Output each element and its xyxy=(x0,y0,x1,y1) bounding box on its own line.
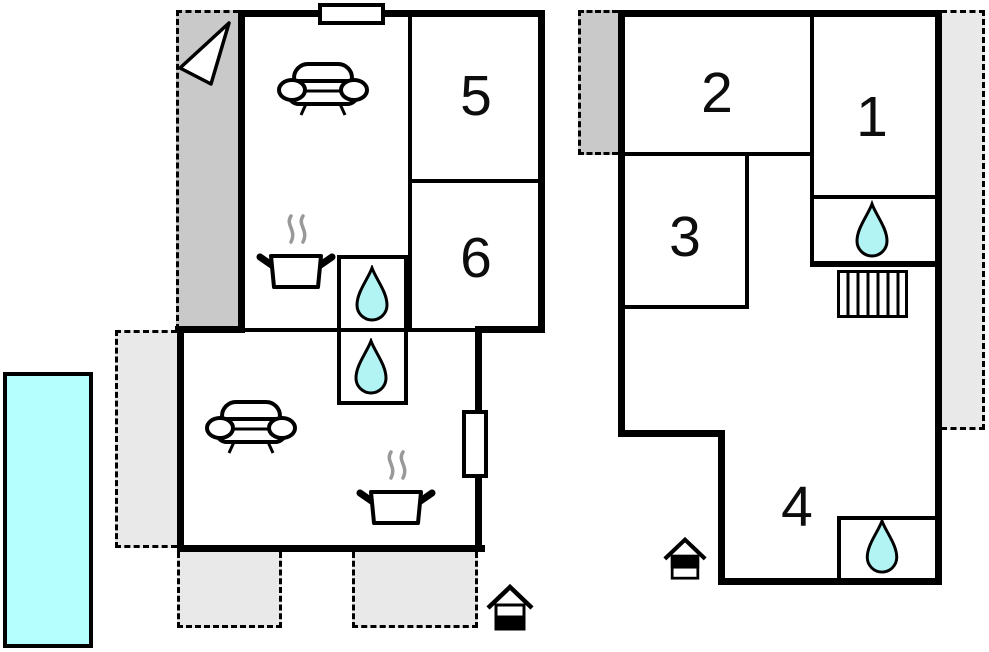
partition-wall xyxy=(408,12,412,330)
north-arrow-icon xyxy=(178,21,231,86)
wall xyxy=(538,10,545,333)
water-drop-icon xyxy=(355,265,389,322)
terrace-left xyxy=(115,330,177,548)
wall xyxy=(475,475,482,552)
wall xyxy=(475,326,545,333)
wall xyxy=(618,10,942,17)
window-icon xyxy=(318,3,385,25)
well-icon xyxy=(663,536,707,580)
stove-pot-icon xyxy=(256,214,336,289)
well-icon xyxy=(486,583,534,631)
wall xyxy=(618,430,725,437)
window-icon xyxy=(462,410,488,478)
room-label-3: 3 xyxy=(669,205,701,269)
partition-wall xyxy=(245,328,475,332)
bathroom-box xyxy=(837,516,935,578)
stove-pot-icon xyxy=(356,450,436,525)
water-drop-icon xyxy=(855,200,889,258)
room-label-2: 2 xyxy=(701,61,733,125)
wall xyxy=(177,330,184,552)
swimming-pool xyxy=(3,372,93,648)
stairs-icon xyxy=(837,270,908,318)
wall xyxy=(177,545,485,552)
wall xyxy=(618,10,625,437)
partition-wall xyxy=(810,261,935,267)
sofa-icon xyxy=(205,400,297,454)
wall xyxy=(475,333,482,415)
partition-wall xyxy=(622,305,749,309)
room-label-5: 5 xyxy=(460,64,492,128)
room-label-1: 1 xyxy=(856,85,888,149)
partition-wall xyxy=(810,12,814,265)
wall xyxy=(175,326,245,333)
terrace-right-building xyxy=(941,10,985,430)
partition-wall xyxy=(745,152,749,309)
wall xyxy=(718,578,942,585)
covered-area-right-building xyxy=(578,10,618,155)
wall xyxy=(238,10,245,332)
wall xyxy=(718,430,725,585)
wall xyxy=(935,10,942,585)
sofa-icon xyxy=(277,62,369,116)
wall xyxy=(238,10,545,17)
room-label-4: 4 xyxy=(781,475,813,539)
partition-wall xyxy=(412,179,538,183)
partition-wall xyxy=(622,152,814,156)
partition-wall xyxy=(814,195,935,199)
water-drop-icon xyxy=(865,518,899,574)
bathroom-box xyxy=(337,255,408,405)
terrace-bottom-right xyxy=(352,552,478,628)
water-drop-icon xyxy=(354,338,388,395)
terrace-bottom-left xyxy=(177,552,282,628)
room-label-6: 6 xyxy=(460,226,492,290)
